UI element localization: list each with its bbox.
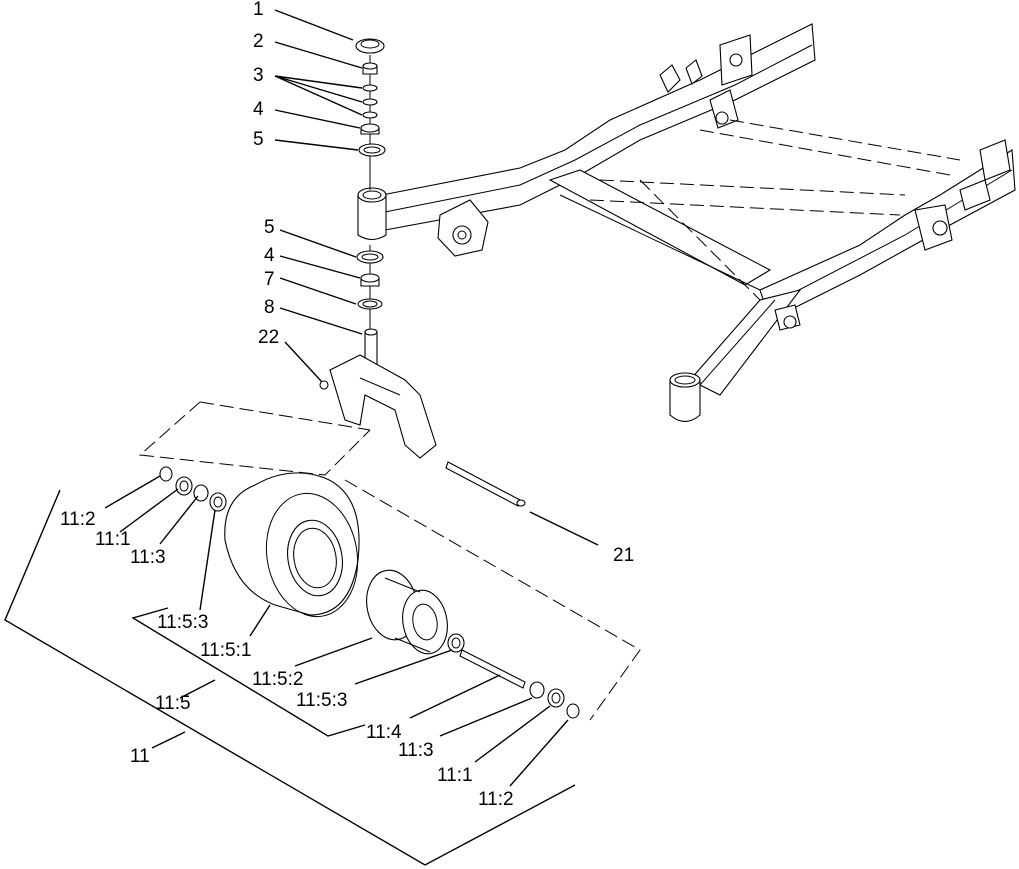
- part-5-race-upper: [358, 143, 386, 157]
- part-11-5-1-tire: [224, 472, 360, 618]
- part-5-race-lower: [356, 250, 384, 264]
- part-11-5-3-race-left: [209, 492, 227, 512]
- part-7-seal: [357, 298, 383, 310]
- callout-11-5-1: 11:5:1: [200, 640, 251, 661]
- callout-4-top: 4: [253, 99, 264, 120]
- callout-3: 3: [253, 65, 264, 86]
- callout-11-5-3-left: 11:5:3: [157, 612, 208, 633]
- callout-5-top: 5: [253, 129, 264, 150]
- callout-8: 8: [264, 297, 275, 318]
- part-4-bearing-lower: [360, 273, 380, 287]
- callout-11-5-2: 11:5:2: [252, 669, 303, 690]
- callout-11-5: 11:5: [155, 693, 191, 714]
- part-11-2-spacer-right: [566, 703, 580, 719]
- leader-11: [151, 731, 186, 749]
- callout-11-5-3-right: 11:5:3: [296, 690, 347, 711]
- group-bracket-11-5: [131, 607, 366, 737]
- part-21-axle-bolt: [445, 461, 526, 507]
- callout-1: 1: [253, 0, 264, 20]
- steering-tube: [357, 187, 387, 241]
- callout-11-2-left: 11:2: [60, 509, 96, 530]
- part-8-caster-fork: [329, 328, 437, 459]
- callout-11-1-left: 11:1: [95, 529, 131, 550]
- part-11-5-3-race-right: [447, 633, 465, 653]
- callout-11-4: 11:4: [366, 722, 402, 743]
- part-4-bearing-upper: [360, 123, 380, 135]
- callout-21: 21: [613, 545, 634, 566]
- part-2-nut: [362, 62, 378, 75]
- part-11-2-spacer-left: [159, 466, 173, 482]
- part-11-3-seal-right: [529, 681, 545, 699]
- assembly-dashed-line: [199, 401, 371, 431]
- part-11-4-axle-spacer: [459, 649, 526, 689]
- part-22-grease-fitting: [319, 380, 329, 390]
- part-11-1-bearing-right: [547, 688, 565, 708]
- callout-11-3-right: 11:3: [398, 740, 434, 761]
- leader-11-5: [179, 679, 216, 699]
- callout-11-2-right: 11:2: [478, 789, 514, 810]
- callout-5-mid: 5: [264, 217, 275, 238]
- part-1-dust-cap: [355, 38, 385, 54]
- part-11-1-bearing-left: [175, 476, 193, 496]
- part-3-washers: [362, 84, 378, 119]
- callout-11-1-right: 11:1: [437, 765, 473, 786]
- callout-7: 7: [264, 269, 275, 290]
- callout-22: 22: [258, 327, 279, 348]
- callout-4-mid: 4: [264, 245, 275, 266]
- mower-frame: [381, 23, 1016, 423]
- front-caster-tube: [669, 372, 701, 423]
- callout-2: 2: [253, 31, 264, 52]
- part-11-5-2-rim: [366, 569, 448, 655]
- leader-lines: [104, 9, 599, 787]
- group-bracket-11: [4, 489, 576, 866]
- callout-11-3-left: 11:3: [130, 547, 166, 568]
- callout-11: 11: [130, 746, 150, 767]
